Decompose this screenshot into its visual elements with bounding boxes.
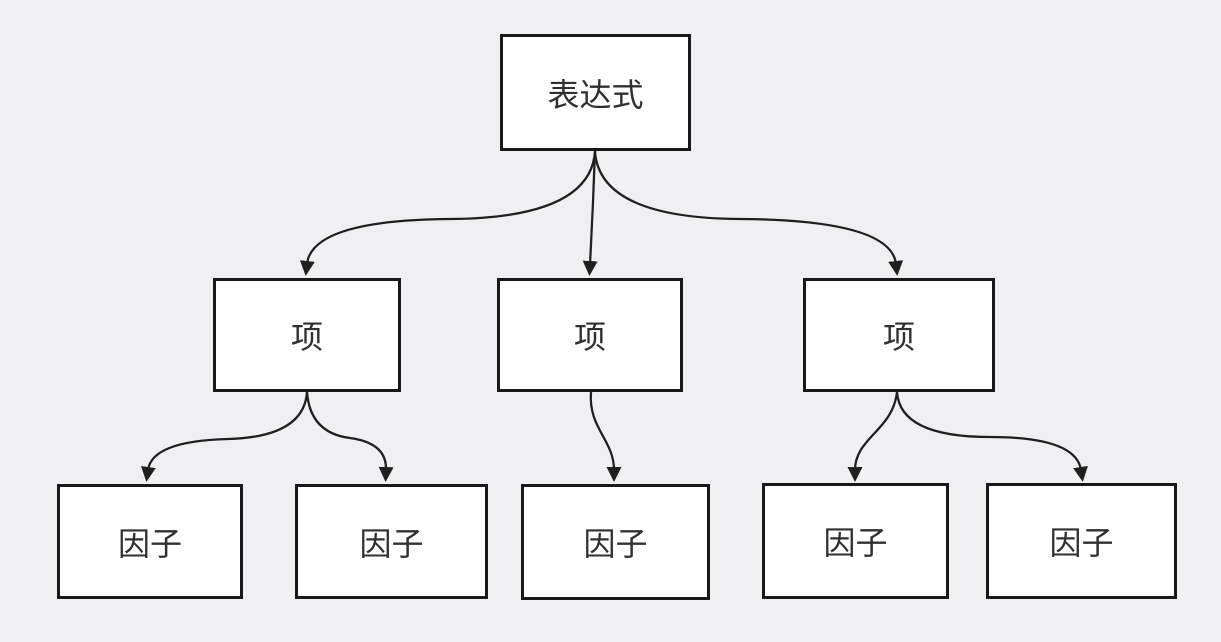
node-label: 项 [573, 319, 606, 355]
edge-expression-term-3 [593, 150, 904, 276]
node-term-2: 项 [497, 278, 683, 392]
node-label: 因子 [359, 525, 424, 562]
edge-expression-term-1 [299, 150, 597, 276]
node-label: 项 [882, 319, 915, 355]
node-label: 因子 [583, 526, 648, 562]
edge-term-3-factor-4 [847, 391, 899, 482]
node-label: 因子 [823, 525, 888, 561]
node-label: 项 [290, 319, 323, 355]
edge-expression-term-2 [582, 150, 598, 276]
node-label: 因子 [117, 525, 182, 562]
node-factor-4: 因子 [762, 483, 949, 599]
node-factor-2: 因子 [295, 484, 488, 599]
edge-term-3-factor-5 [895, 391, 1088, 482]
edge-term-1-factor-1 [140, 391, 309, 482]
node-factor-5: 因子 [986, 483, 1177, 599]
node-expression: 表达式 [500, 34, 691, 151]
node-label: 表达式 [547, 76, 644, 113]
node-term-3: 项 [803, 278, 995, 392]
node-label: 因子 [1049, 525, 1114, 561]
node-term-1: 项 [213, 278, 401, 392]
edge-term-2-factor-3 [589, 391, 622, 482]
node-factor-3: 因子 [521, 484, 710, 600]
node-factor-1: 因子 [57, 484, 243, 599]
edge-term-1-factor-2 [305, 391, 394, 482]
